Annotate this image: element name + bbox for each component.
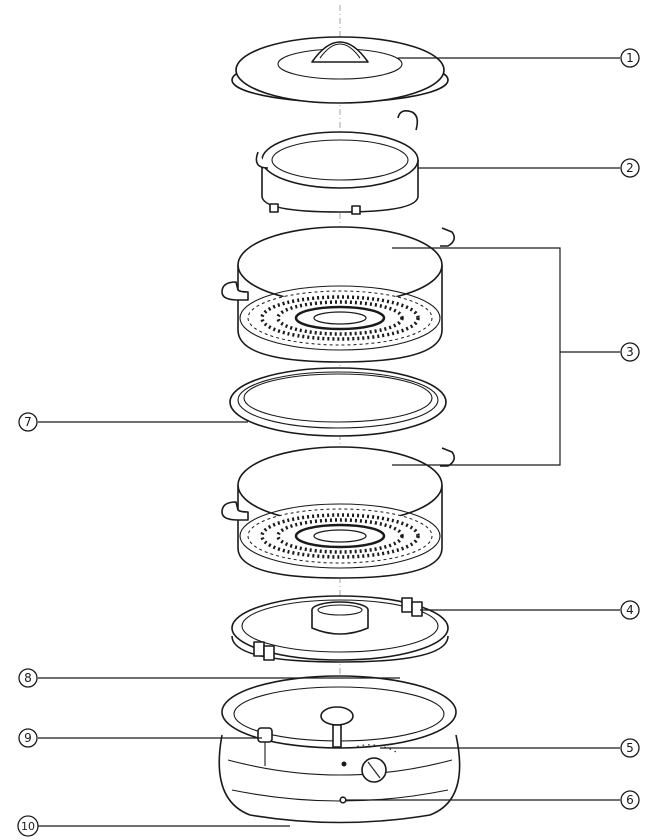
callout-label: 5: [626, 741, 634, 755]
callout-label: 7: [24, 415, 32, 429]
steam-holes-lower: [247, 508, 433, 564]
steamer-bowl-upper: [221, 226, 456, 363]
power-light: [339, 796, 347, 804]
callout-label: 6: [626, 793, 634, 807]
sealing-ring: [229, 367, 447, 437]
base-unit: [218, 675, 461, 824]
callout-5: 5: [620, 738, 640, 758]
callout-label: 3: [626, 345, 634, 359]
callout-4: 4: [620, 600, 640, 620]
callout-label: 9: [24, 731, 32, 745]
steam-holes-upper: [247, 290, 433, 346]
timer-knob: [341, 744, 397, 783]
callout-9: 9: [18, 728, 38, 748]
drip-tray: [231, 595, 449, 663]
callout-8: 8: [18, 668, 38, 688]
lid: [231, 36, 449, 104]
leader-lines: [38, 57, 620, 827]
callout-6: 6: [620, 790, 640, 810]
callout-label: 2: [626, 161, 634, 175]
water-tube: [320, 706, 354, 748]
steamer-bowl-lower: [221, 446, 456, 579]
callout-2: 2: [620, 158, 640, 178]
basket: [255, 110, 419, 215]
callout-10: 10: [17, 815, 39, 837]
callout-3: 3: [620, 342, 640, 362]
callout-label: 8: [24, 671, 32, 685]
callout-label: 10: [21, 820, 35, 833]
callout-7: 7: [18, 412, 38, 432]
callout-1: 1: [620, 48, 640, 68]
callout-label: 1: [626, 51, 634, 65]
callout-label: 4: [626, 603, 634, 617]
